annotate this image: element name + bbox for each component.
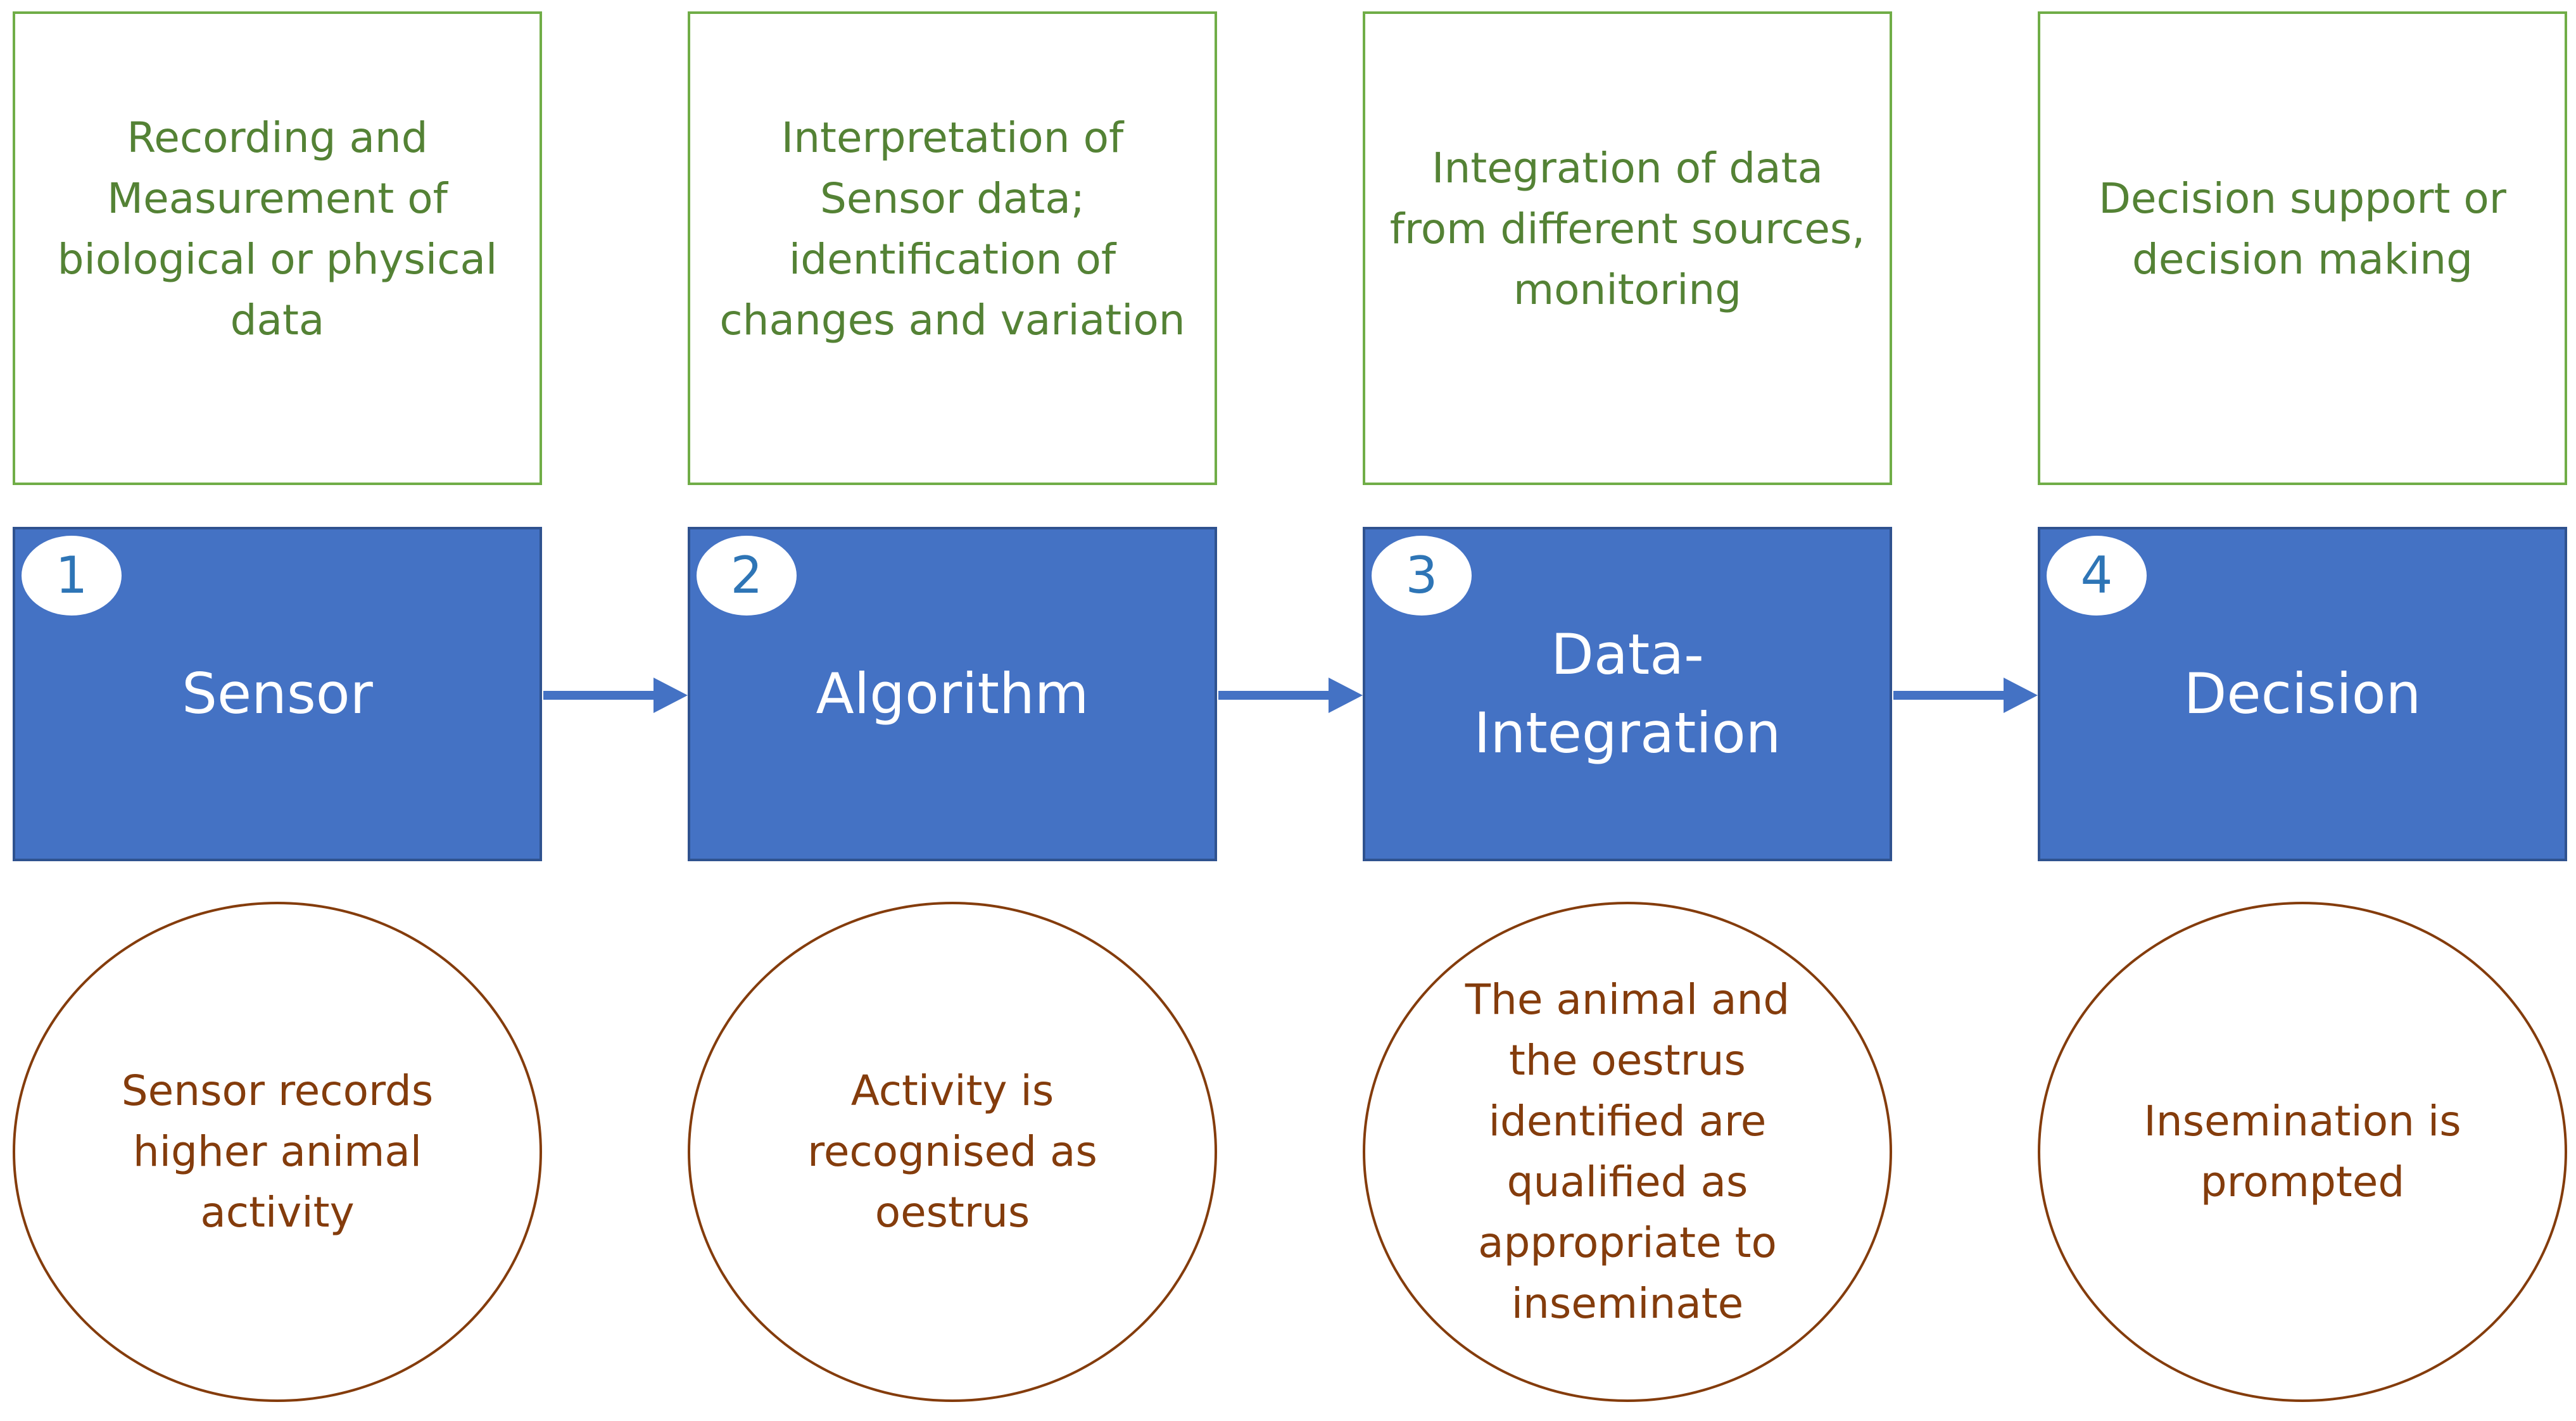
arrow-sensor-to-algorithm bbox=[543, 678, 688, 713]
example-text-decision: Insemination is prompted bbox=[2144, 1097, 2461, 1206]
step-title-algorithm: Algorithm bbox=[816, 661, 1089, 726]
example-text-algorithm: Activity is recognised as oestrus bbox=[807, 1066, 1097, 1237]
step-number-1: 1 bbox=[55, 546, 88, 605]
example-text-sensor: Sensor records higher animal activity bbox=[121, 1066, 434, 1237]
example-circle-sensor: Sensor records higher animal activity bbox=[13, 902, 542, 1402]
step-number-badge-3: 3 bbox=[1372, 536, 1472, 616]
step-number-4: 4 bbox=[2080, 546, 2113, 605]
step-box-sensor: 1 Sensor bbox=[13, 527, 542, 861]
description-text-data-integration: Integration of data from different sourc… bbox=[1389, 144, 1866, 314]
description-box-sensor: Recording and Measurement of biological … bbox=[13, 11, 542, 485]
example-circle-data-integration: The animal and the oestrus identified ar… bbox=[1363, 902, 1892, 1402]
example-text-data-integration: The animal and the oestrus identified ar… bbox=[1465, 975, 1790, 1328]
description-text-sensor: Recording and Measurement of biological … bbox=[57, 113, 498, 344]
step-title-sensor: Sensor bbox=[182, 661, 373, 726]
step-number-badge-2: 2 bbox=[697, 536, 797, 616]
description-text-decision: Decision support or decision making bbox=[2099, 174, 2506, 284]
step-box-data-integration: 3 Data- Integration bbox=[1363, 527, 1892, 861]
description-box-decision: Decision support or decision making bbox=[2038, 11, 2567, 485]
arrow-data-integration-to-decision bbox=[1893, 678, 2038, 713]
arrow-algorithm-to-data-integration bbox=[1218, 678, 1363, 713]
description-text-algorithm: Interpretation of Sensor data; identific… bbox=[719, 113, 1185, 344]
step-number-badge-1: 1 bbox=[22, 536, 122, 616]
example-circle-decision: Insemination is prompted bbox=[2038, 902, 2567, 1402]
step-box-algorithm: 2 Algorithm bbox=[688, 527, 1217, 861]
step-title-decision: Decision bbox=[2183, 661, 2421, 726]
description-box-data-integration: Integration of data from different sourc… bbox=[1363, 11, 1892, 485]
example-circle-algorithm: Activity is recognised as oestrus bbox=[688, 902, 1217, 1402]
step-number-3: 3 bbox=[1405, 546, 1438, 605]
step-title-data-integration: Data- Integration bbox=[1474, 622, 1781, 766]
step-box-decision: 4 Decision bbox=[2038, 527, 2567, 861]
step-number-2: 2 bbox=[730, 546, 763, 605]
description-box-algorithm: Interpretation of Sensor data; identific… bbox=[688, 11, 1217, 485]
step-number-badge-4: 4 bbox=[2047, 536, 2147, 616]
